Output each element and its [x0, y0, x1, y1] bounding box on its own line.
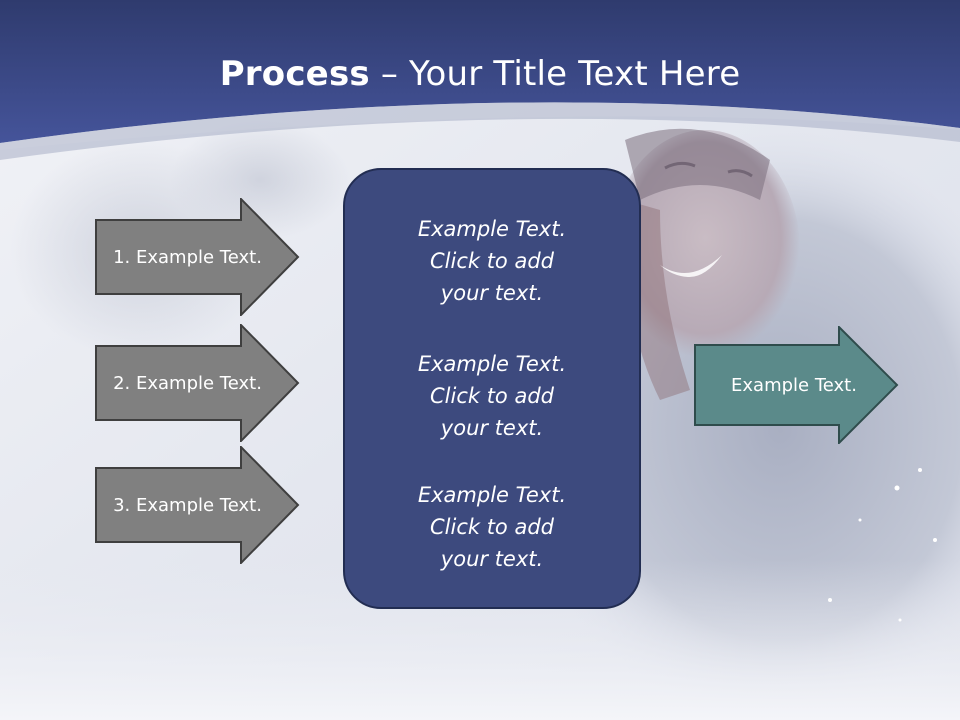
- block-1-line-1: Example Text.: [417, 217, 567, 241]
- block-1-line-3: your text.: [440, 281, 544, 305]
- center-text-block-2: Example Text. Click to add your text.: [345, 348, 639, 444]
- block-3-line-1: Example Text.: [417, 483, 567, 507]
- right-arrow: Example Text.: [694, 326, 899, 444]
- block-2-line-2: Click to add: [429, 384, 554, 408]
- block-3-line-3: your text.: [440, 547, 544, 571]
- title-rest: – Your Title Text Here: [369, 54, 741, 94]
- left-arrow-2: 2. Example Text.: [95, 324, 300, 442]
- title-bold: Process: [219, 54, 370, 94]
- center-text-block-3: Example Text. Click to add your text.: [345, 479, 639, 575]
- block-2-line-1: Example Text.: [417, 352, 567, 376]
- left-arrow-3: 3. Example Text.: [95, 446, 300, 564]
- center-text-block-1: Example Text. Click to add your text.: [345, 213, 639, 309]
- block-3-line-2: Click to add: [429, 515, 554, 539]
- left-arrow-2-label: 2. Example Text.: [113, 372, 262, 394]
- center-text-box: Example Text. Click to add your text. Ex…: [343, 168, 641, 609]
- left-arrow-1-label: 1. Example Text.: [113, 246, 262, 268]
- right-arrow-label: Example Text.: [731, 374, 857, 396]
- block-2-line-3: your text.: [440, 416, 544, 440]
- left-arrow-3-label: 3. Example Text.: [113, 494, 262, 516]
- left-arrow-1: 1. Example Text.: [95, 198, 300, 316]
- block-1-line-2: Click to add: [429, 249, 554, 273]
- slide-title: Process – Your Title Text Here: [0, 50, 960, 98]
